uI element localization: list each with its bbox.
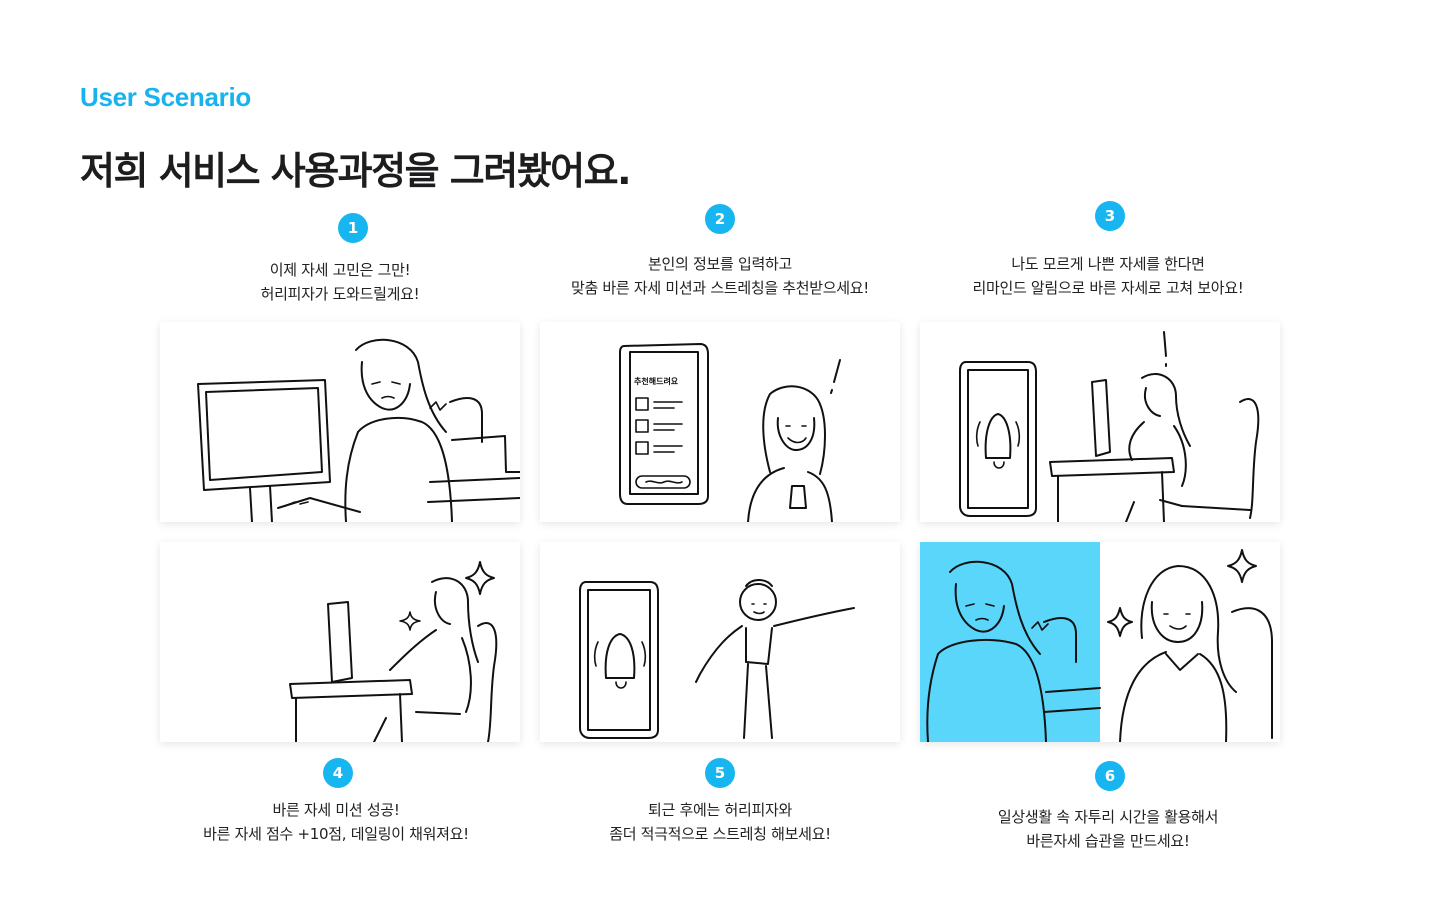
step-1-sketch xyxy=(160,322,520,522)
step-4-caption-line-1: 바른 자세 미션 성공! xyxy=(156,798,516,822)
exclamation-icon xyxy=(1164,332,1166,366)
step-1-caption: 이제 자세 고민은 그만! 허리피자가 도와드릴게요! xyxy=(160,258,520,306)
step-2-caption: 본인의 정보를 입력하고 맞춤 바른 자세 미션과 스트레칭을 추천받으세요! xyxy=(540,252,900,300)
bell-icon xyxy=(977,414,1020,468)
step-1-caption-line-1: 이제 자세 고민은 그만! xyxy=(160,258,520,282)
step-5-caption-line-1: 퇴근 후에는 허리피자와 xyxy=(540,798,900,822)
chair-icon xyxy=(1182,399,1258,518)
desk-worker-icon xyxy=(1050,374,1190,522)
chair-icon xyxy=(1232,608,1272,738)
desk-worker-icon xyxy=(290,578,478,742)
step-4-caption: 바른 자세 미션 성공! 바른 자세 점수 +10점, 데일링이 채워져요! xyxy=(156,798,516,846)
step-2-sketch: 추천해드려요 xyxy=(540,322,900,522)
step-2-caption-line-2: 맞춤 바른 자세 미션과 스트레칭을 추천받으세요! xyxy=(540,276,900,300)
step-6-caption-line-2: 바른자세 습관을 만드세요! xyxy=(928,829,1288,853)
step-3-caption-line-2: 리마인드 알림으로 바른 자세로 고쳐 보아요! xyxy=(928,276,1288,300)
step-1-caption-line-2: 허리피자가 도와드릴게요! xyxy=(160,282,520,306)
step-5-caption: 퇴근 후에는 허리피자와 좀더 적극적으로 스트레칭 해보세요! xyxy=(540,798,900,846)
step-6-caption: 일상생활 속 자투리 시간을 활용해서 바른자세 습관을 만드세요! xyxy=(928,805,1288,853)
happy-person-icon xyxy=(748,386,832,522)
checklist-icon xyxy=(636,398,682,454)
step-3-sketch xyxy=(920,322,1280,522)
step-5-caption-line-2: 좀더 적극적으로 스트레칭 해보세요! xyxy=(540,822,900,846)
smartphone-icon xyxy=(580,582,658,738)
step-3-number-badge: 3 xyxy=(1095,201,1125,231)
step-5-illustration xyxy=(540,542,900,742)
phone-screen-title: 추천해드려요 xyxy=(634,376,679,386)
step-5-sketch xyxy=(540,542,900,742)
stretching-person-icon xyxy=(696,580,854,738)
step-2-illustration: 추천해드려요 xyxy=(540,322,900,522)
keyboard-icon xyxy=(278,498,360,512)
step-3-illustration xyxy=(920,322,1280,522)
step-4-illustration xyxy=(160,542,520,742)
sparkle-icon xyxy=(400,562,494,630)
step-2-number-badge: 2 xyxy=(705,204,735,234)
page-title: 저희 서비스 사용과정을 그려봤어요. xyxy=(80,140,630,195)
step-6-sketch xyxy=(920,542,1280,742)
step-6-caption-line-1: 일상생활 속 자투리 시간을 활용해서 xyxy=(928,805,1288,829)
step-4-number-badge: 4 xyxy=(323,758,353,788)
step-4-sketch xyxy=(160,542,520,742)
step-6-number-badge: 6 xyxy=(1095,761,1125,791)
smartphone-icon: 추천해드려요 xyxy=(620,344,708,504)
section-eyebrow: User Scenario xyxy=(80,82,251,113)
step-3-caption-line-1: 나도 모르게 나쁜 자세를 한다면 xyxy=(928,252,1288,276)
worried-person-icon xyxy=(345,340,452,522)
exclamation-icon xyxy=(831,360,840,393)
step-3-caption: 나도 모르게 나쁜 자세를 한다면 리마인드 알림으로 바른 자세로 고쳐 보아… xyxy=(928,252,1288,300)
step-5-number-badge: 5 xyxy=(705,758,735,788)
step-1-illustration xyxy=(160,322,520,522)
step-2-caption-line-1: 본인의 정보를 입력하고 xyxy=(540,252,900,276)
step-6-illustration xyxy=(920,542,1280,742)
step-4-caption-line-2: 바른 자세 점수 +10점, 데일링이 채워져요! xyxy=(156,822,516,846)
smiling-person-icon xyxy=(1120,566,1236,742)
chair-icon xyxy=(478,623,496,742)
sparkle-icon xyxy=(1108,550,1256,636)
bell-icon xyxy=(595,634,646,688)
step-1-number-badge: 1 xyxy=(338,213,368,243)
computer-monitor-icon xyxy=(198,380,330,522)
smartphone-icon xyxy=(960,362,1036,516)
